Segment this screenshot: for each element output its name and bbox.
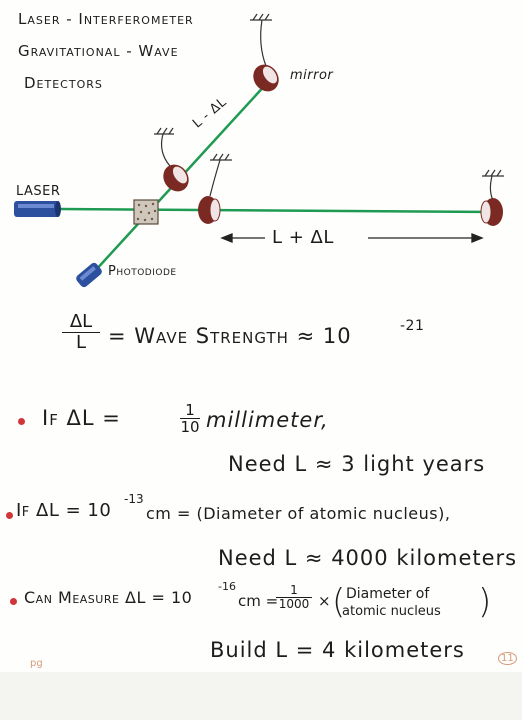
mirror-label: mirror — [290, 68, 334, 83]
case2-mid: cm = (Diameter of atomic nucleus), — [146, 504, 451, 523]
slide — [0, 0, 522, 672]
wave-strength-exponent: -21 — [400, 318, 425, 334]
case3-paren-line1: Diameter of — [346, 586, 430, 602]
photodiode-label: Photodiode — [108, 264, 177, 279]
strain-numerator: ΔL — [69, 311, 93, 332]
strain-denominator: L — [62, 332, 100, 353]
case3-times: × — [318, 592, 331, 610]
laser-label: LASER — [16, 184, 61, 199]
case2-lhs: If ΔL = 10 — [16, 500, 112, 521]
case3-paren-close: ) — [478, 582, 492, 622]
case3-numerator: 1 — [290, 583, 298, 597]
case3-mid: cm = — [238, 592, 279, 610]
case1-unit: millimeter, — [206, 408, 329, 432]
mirror-far-horizontal — [480, 198, 503, 226]
case3-exponent: -16 — [218, 580, 236, 593]
interferometer-diagram — [14, 13, 504, 288]
case3-result: Build L = 4 kilometers — [210, 638, 465, 662]
case3-fraction: 1 1000 — [276, 584, 312, 611]
title-line-3: Detectors — [24, 74, 103, 92]
case1-result: Need L ≈ 3 light years — [228, 452, 486, 476]
bullet-1 — [18, 418, 25, 425]
case3-paren-open: ( — [332, 582, 346, 622]
title-line-1: Laser - Interferometer — [18, 10, 194, 28]
case2-exponent: -13 — [124, 492, 144, 506]
beam-splitter — [133, 199, 159, 225]
mirror-near-horizontal — [198, 196, 221, 224]
support-hatches — [154, 13, 504, 177]
page-mark-right: 11 — [498, 652, 517, 665]
case1-fraction: 1 10 — [180, 402, 200, 435]
arm-long-label: L + ΔL — [272, 227, 334, 248]
case3-paren-line2: atomic nucleus — [342, 604, 441, 619]
mirror-near-diagonal — [163, 164, 189, 192]
case3-lhs: Can Measure ΔL = 10 — [24, 588, 193, 607]
case1-numerator: 1 — [185, 401, 195, 419]
case2-result: Need L ≈ 4000 kilometers — [218, 546, 518, 570]
strain-fraction: ΔL L — [62, 312, 100, 353]
wave-strength-text: = Wave Strength ≈ 10 — [108, 324, 352, 348]
length-arrow — [220, 233, 484, 243]
bullet-3 — [10, 598, 17, 605]
case1-denominator: 10 — [180, 418, 200, 436]
page-mark-left: pg — [30, 658, 43, 669]
bottom-strip — [0, 672, 522, 720]
case1-lhs: If ΔL = — [42, 406, 121, 430]
title-line-2: Gravitational - Wave — [18, 42, 179, 60]
beam-horizontal — [59, 207, 497, 214]
mirror-top — [253, 64, 279, 92]
case3-denominator: 1000 — [276, 597, 312, 611]
laser-device — [14, 201, 61, 217]
bullet-2 — [6, 512, 13, 519]
photodiode-device — [76, 262, 102, 288]
